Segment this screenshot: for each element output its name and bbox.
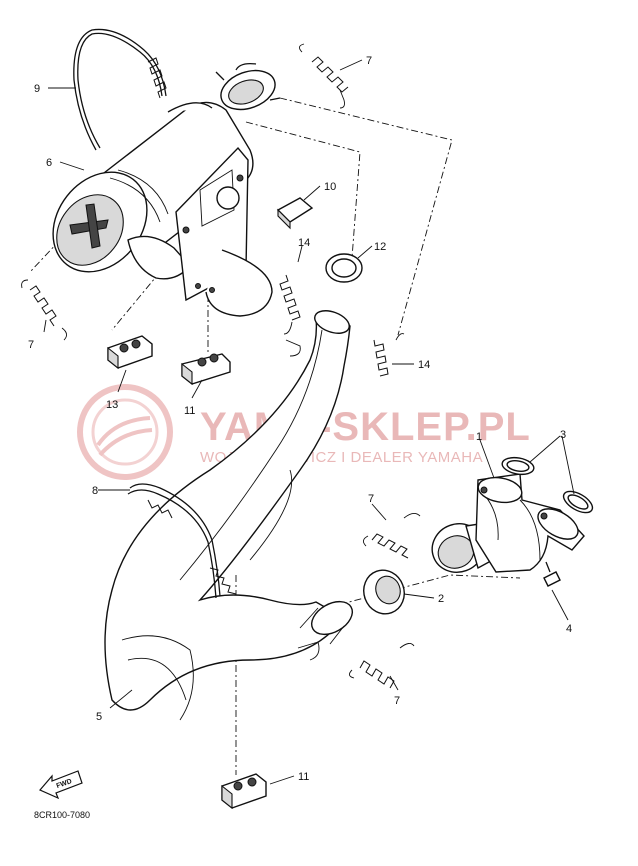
callout-1: 1 [476,431,482,443]
part-13-damper [107,335,153,370]
callout-11-upper: 11 [184,405,195,417]
callout-13: 13 [106,399,118,411]
part-11-damper-lower [221,773,267,810]
callout-7-bottom: 7 [394,695,400,707]
part-7-spring-mid [363,513,421,559]
part-2-gasket [363,569,405,615]
callout-labels: 9 6 7 10 12 14 14 7 13 11 1 3 8 7 2 4 5 … [28,55,572,783]
callout-6: 6 [46,157,52,169]
clamp-top [215,62,281,111]
part-11-damper-upper [181,353,231,386]
callout-3: 3 [560,429,566,441]
callout-9: 9 [34,83,40,95]
callout-4: 4 [566,623,572,635]
callout-14-upper: 14 [298,237,310,249]
part-5-exhaust-pipe [104,310,353,721]
callout-12: 12 [374,241,386,253]
callout-2: 2 [438,593,444,605]
part-10-grommet [276,197,314,230]
callout-7-top: 7 [366,55,372,67]
part-7-spring-bottom [349,643,415,689]
callout-14-lower: 14 [418,359,430,371]
part-12-gasket [325,253,363,283]
part-14-spring-upper [279,274,301,335]
part-9-hanger-wire [73,28,167,151]
watermark-logo [77,384,173,480]
callout-7-mid: 7 [368,493,374,505]
fwd-arrow: FWD [39,770,83,800]
callout-11-lower: 11 [298,771,309,783]
part-7-spring-top [299,43,349,109]
part-14-spring-lower [373,333,405,377]
part-8-hanger-wire [127,483,237,599]
leader-lines [43,59,575,785]
callout-10: 10 [324,181,336,193]
callout-8: 8 [92,485,98,497]
part-4-bolt [543,561,561,587]
part-1-manifold [475,473,585,573]
diagram-code: 8CR100-7080 [34,810,90,820]
part-3-gaskets [501,456,594,514]
callout-7-left: 7 [28,339,34,351]
callout-5: 5 [96,711,102,723]
part-7-spring-left [21,279,67,341]
part-6-silencer [52,101,273,317]
